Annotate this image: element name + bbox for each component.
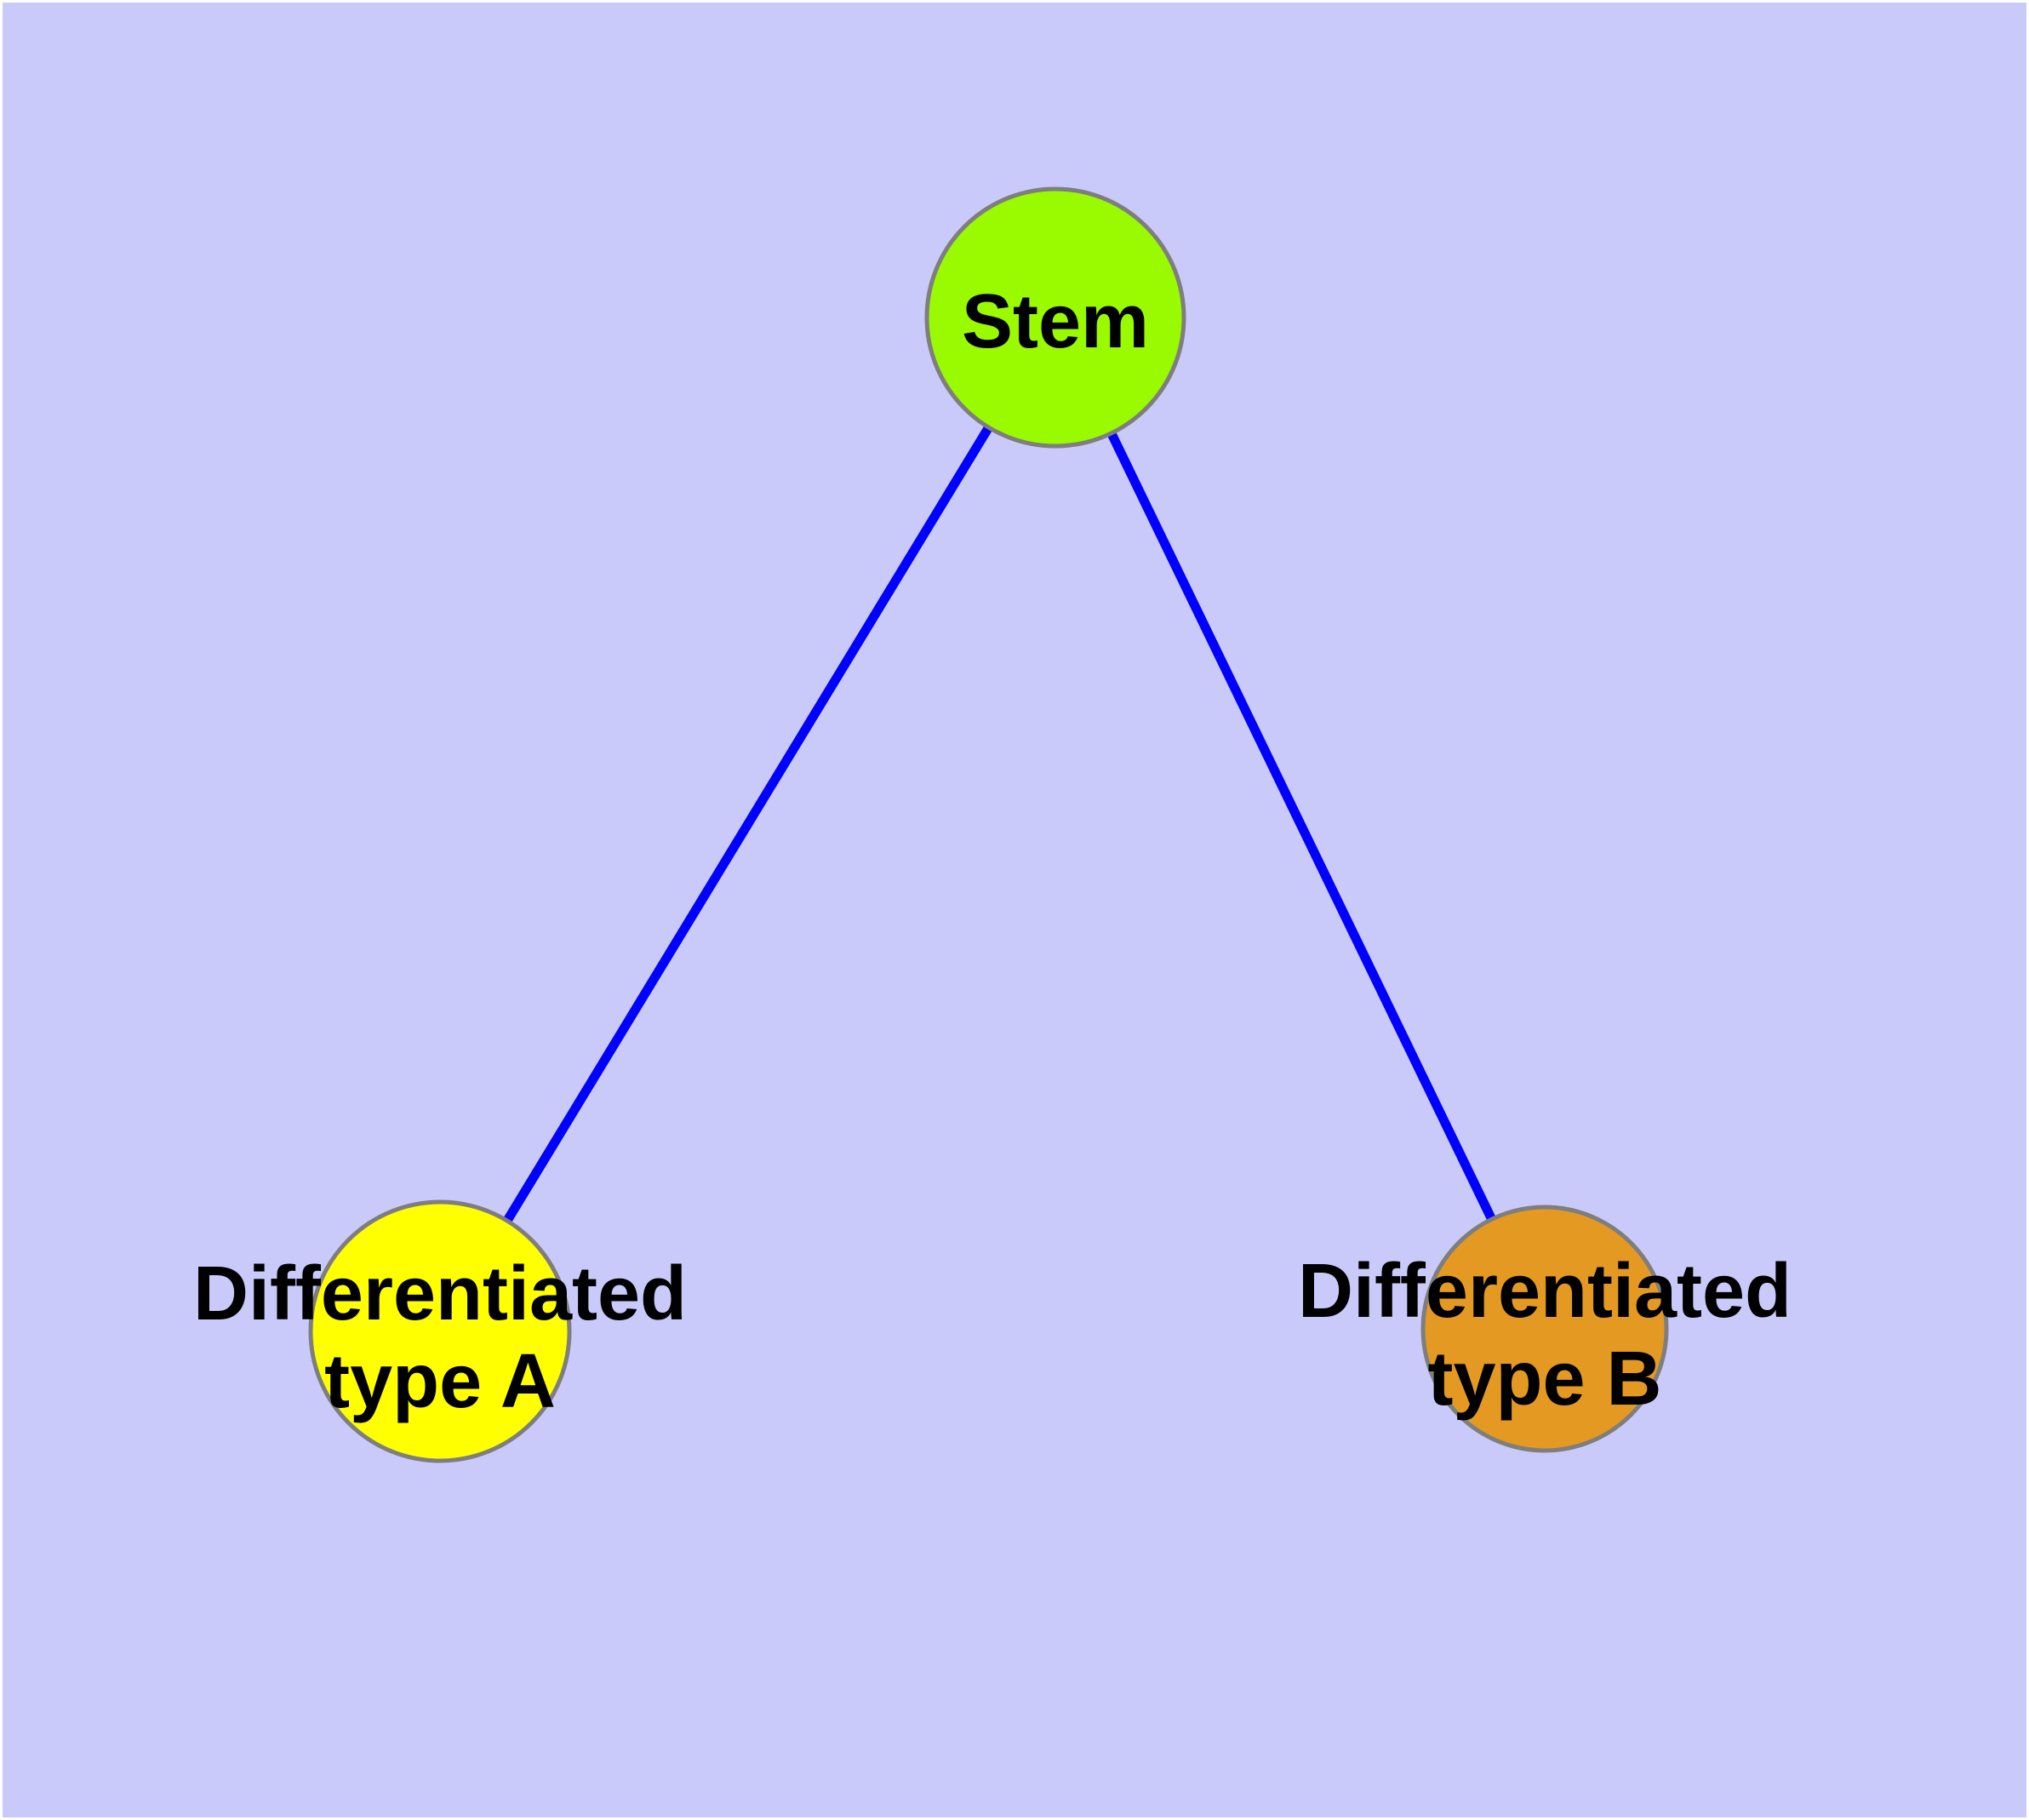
label-layer: Stem Differentiated type A Differentiate… (193, 279, 1792, 1424)
node-type-a-label-line-1: Differentiated (193, 1251, 687, 1336)
node-differentiated-type-b (1420, 1205, 1669, 1453)
node-type-a-label-line-2: type A (324, 1339, 556, 1424)
node-type-b-label-line-1: Differentiated (1298, 1249, 1792, 1334)
node-layer (308, 186, 1669, 1463)
node-stem (924, 186, 1186, 449)
edge-stem-to-type-a (436, 315, 1060, 1334)
edge-stem-to-type-b (1051, 315, 1549, 1331)
node-differentiated-type-a (308, 1199, 572, 1463)
node-stem-label: Stem (962, 279, 1149, 364)
node-type-b-label-line-2: type B (1427, 1336, 1661, 1422)
edge-layer (436, 315, 1549, 1334)
